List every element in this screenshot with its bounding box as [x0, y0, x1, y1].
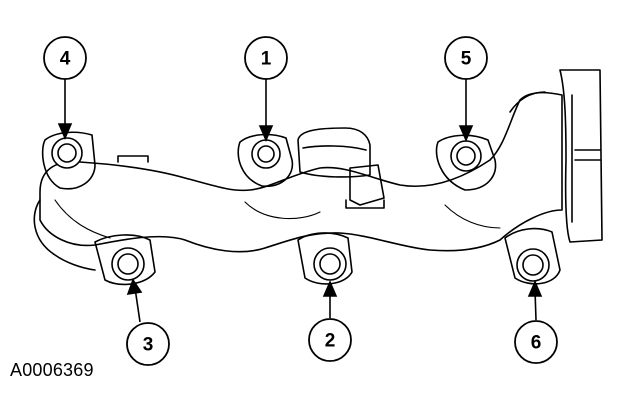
flange-upper-middle [237, 133, 294, 187]
outlet-collar [559, 69, 603, 243]
leader-line-3 [134, 287, 141, 323]
bolt-hole-5-inner [456, 146, 476, 166]
sensor-boss-base [345, 199, 385, 209]
flange-lower-left [94, 234, 156, 286]
arrowhead-5 [458, 125, 474, 143]
sensor-boss [349, 164, 385, 206]
bolt-hole-2-inner [319, 253, 341, 275]
callout-label-2: 2 [325, 331, 336, 352]
center-port-boss [297, 127, 371, 178]
callout-circle-5 [444, 36, 488, 80]
callout-circle-3 [126, 322, 170, 366]
arrowhead-3 [126, 278, 143, 295]
body-shading [54, 199, 501, 239]
callout-circle-6 [514, 320, 558, 364]
callout-label-5: 5 [461, 49, 472, 70]
bolt-hole-6-inner [522, 254, 544, 276]
callout-circle-4 [43, 36, 87, 80]
arrowhead-1 [258, 125, 274, 143]
callout-label-1: 1 [261, 49, 272, 70]
arrowhead-4 [57, 123, 73, 141]
bolt-hole-1-inner [257, 145, 275, 163]
flange-lower-middle [297, 232, 353, 285]
callout-circle-2 [308, 318, 352, 362]
callout-label-4: 4 [60, 49, 71, 70]
callout-label-6: 6 [531, 333, 542, 354]
heat-shield-stud [117, 155, 149, 163]
center-port-ring [302, 145, 367, 151]
outlet-collar-rim [574, 149, 601, 161]
figure-id-label: A0006369 [10, 360, 94, 380]
bolt-hole-4-inner [57, 143, 77, 163]
bolt-hole-3-inner [117, 253, 139, 275]
flange-left-end [33, 199, 96, 271]
outlet-pipe-top [509, 91, 546, 113]
flange-lower-right [504, 227, 561, 285]
arrowhead-6 [527, 279, 543, 297]
callout-label-3: 3 [143, 335, 154, 356]
callout-circle-1 [244, 36, 288, 80]
arrowhead-2 [322, 279, 338, 297]
